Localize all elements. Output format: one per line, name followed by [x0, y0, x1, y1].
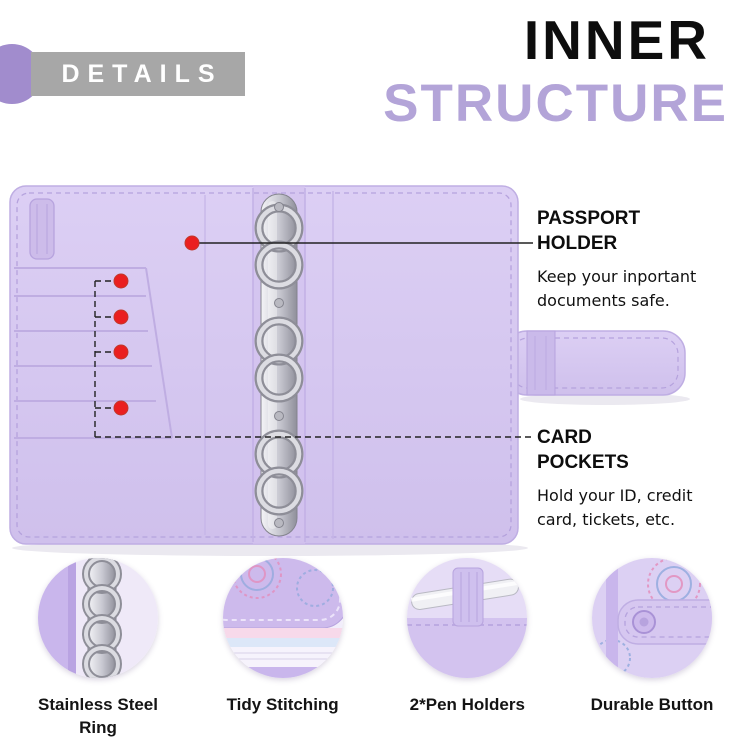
ring-mechanism [254, 193, 304, 537]
feature-caption: Tidy Stitching [226, 695, 339, 714]
details-badge-label: DETAILS [61, 59, 223, 88]
feature-caption: Stainless Steel Ring [37, 695, 158, 737]
pen-elastic-loop [29, 198, 55, 260]
page-title: INNER STRUCTURE [383, 9, 728, 133]
feature-caption: Durable Button [590, 695, 714, 714]
callout-passport-holder: PASSPORT HOLDER Keep your inportant docu… [537, 207, 719, 312]
card-pocket-marker-icon [113, 400, 129, 416]
pen-holder-photo [407, 558, 528, 678]
callout-bracket-card-pockets [94, 273, 533, 438]
card-pocket-marker-icon [113, 344, 129, 360]
button-photo [591, 558, 712, 678]
callout-card-pockets: CARD POCKETS Hold your ID, credit card, … [537, 426, 719, 531]
callout-line-passport [184, 235, 533, 251]
details-badge: DETAILS [31, 52, 245, 96]
passport-holder-label: PASSPORT HOLDER [537, 208, 641, 254]
feature-row: Stainless Steel Ring [0, 558, 750, 740]
card-pockets-label: CARD POCKETS [537, 427, 629, 473]
card-pockets-description: Hold your ID, credit card, tickets, etc. [537, 486, 693, 529]
card-pocket-panel [14, 198, 173, 439]
feature-pen-holders: 2*Pen Holders [387, 558, 547, 740]
feature-tidy-stitching: Tidy Stitching [203, 558, 363, 740]
feature-durable-button: Durable Button [572, 558, 732, 740]
feature-stainless-steel-ring: Stainless Steel Ring [18, 558, 178, 740]
title-inner: INNER [523, 9, 710, 71]
rings-photo [38, 558, 158, 678]
passport-marker-icon [184, 235, 200, 251]
passport-holder-description: Keep your inportant documents safe. [537, 267, 697, 310]
clasp-strap [504, 330, 686, 396]
card-pocket-marker-icon [113, 309, 129, 325]
feature-caption: 2*Pen Holders [409, 695, 525, 714]
card-pocket-marker-icon [113, 273, 129, 289]
stitching-photo [222, 558, 343, 678]
title-structure: STRUCTURE [383, 73, 728, 133]
